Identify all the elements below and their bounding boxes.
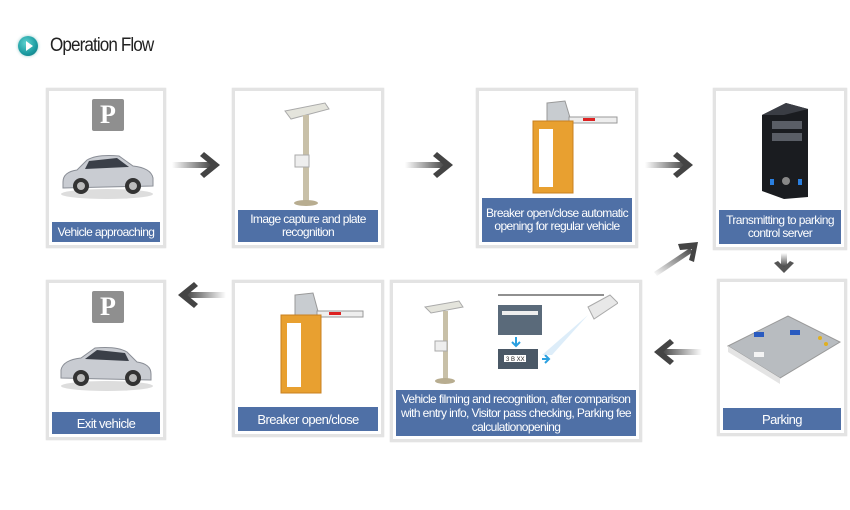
arrow-left-icon [654,339,702,365]
step-exit-recognition: 3 B XX Vehicle filming and recognition, … [390,280,642,442]
play-circle-icon [18,36,38,56]
barrier-gate-icon [532,100,618,194]
arrow-right-icon [172,152,220,178]
step-image-capture: Image capture and plate recognition [232,88,384,248]
parking-lot-icon [726,315,842,384]
step-vehicle-approaching: P Vehicle approaching [46,88,166,248]
recognition-camera-icon: 3 B XX [498,294,618,369]
step-label: Breaker open/close automatic opening for… [482,198,632,242]
step-transmit-server: Transmitting to parking control server [713,88,847,250]
pole-camera-icon [423,300,464,384]
step-label: Vehicle approaching [52,222,160,242]
plate-recognition-illustration: 3 B XX [498,293,618,373]
step-label: Parking [723,408,841,430]
step-breaker-auto-open: Breaker open/close automatic opening for… [476,88,638,248]
parking-sign-icon: P [92,291,124,323]
step-label: Breaker open/close [238,407,378,431]
page-title: Operation Flow [50,35,154,56]
car-icon [60,347,153,391]
arrow-up-right-icon [654,242,698,276]
step-parking: Parking [717,279,847,436]
barrier-gate-icon [280,292,364,394]
step-exit-vehicle: P Exit vehicle [46,280,166,440]
car-icon [61,155,154,199]
step-breaker-open-close: Breaker open/close [232,280,384,437]
svg-text:3 B XX: 3 B XX [506,357,525,363]
pole-camera-icon [284,102,330,206]
server-tower-icon [762,103,808,199]
arrow-down-icon [774,253,794,273]
step-label: Image capture and plate recognition [238,210,378,242]
arrow-left-icon [178,282,226,308]
page-header: Operation Flow [18,35,165,57]
step-label: Exit vehicle [52,412,160,434]
parking-sign-icon: P [92,99,124,131]
step-label: Transmitting to parking control server [719,210,841,244]
arrow-right-icon [645,152,693,178]
arrow-right-icon [405,152,453,178]
step-label: Vehicle filming and recognition, after c… [396,390,636,436]
